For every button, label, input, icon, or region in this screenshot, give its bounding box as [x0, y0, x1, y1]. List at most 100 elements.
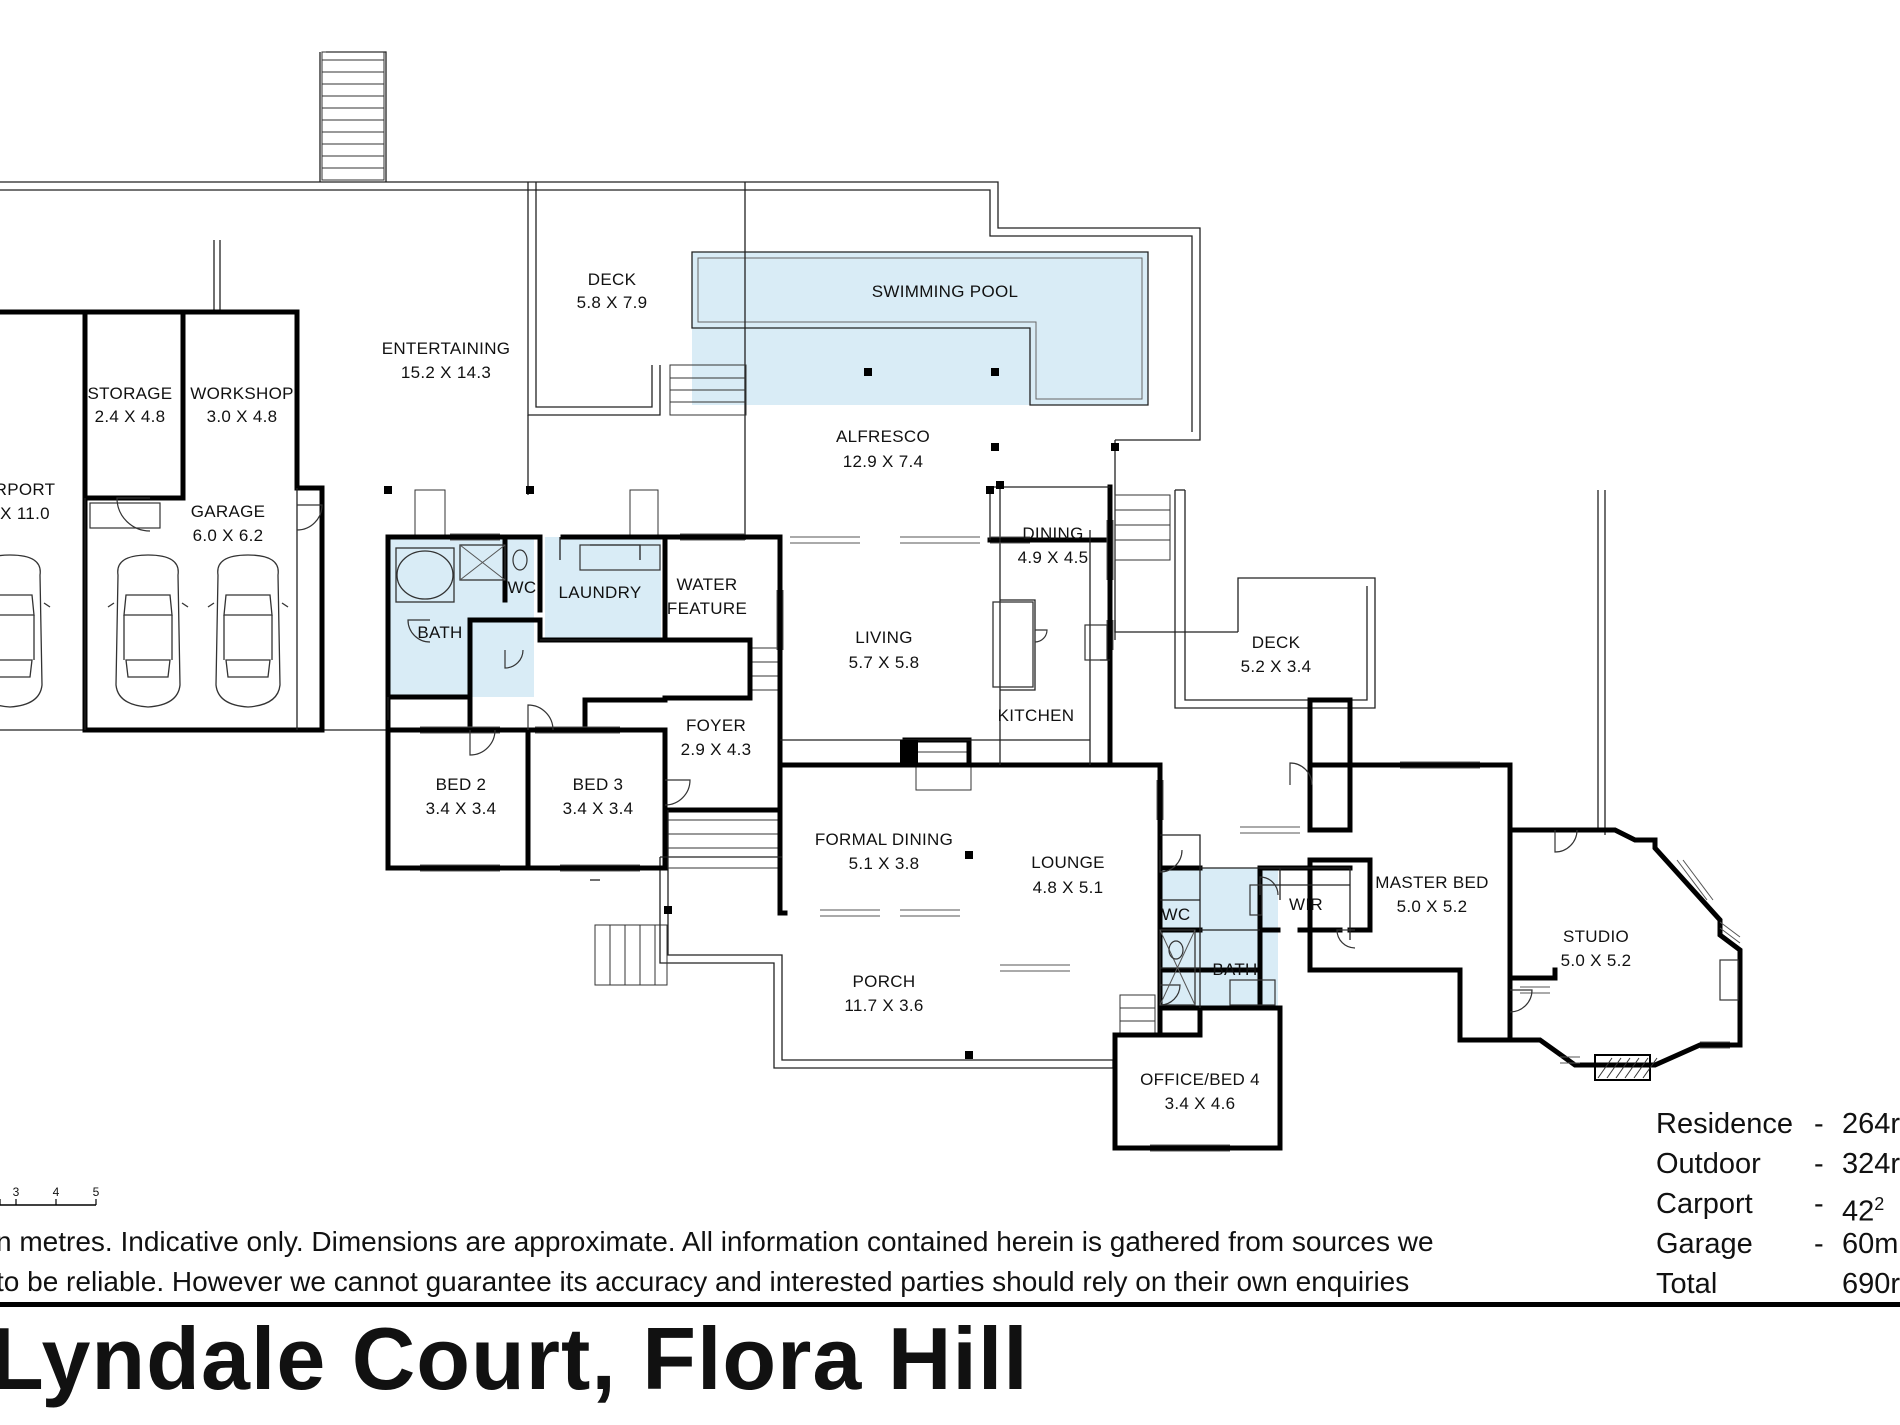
door-swing [296, 504, 323, 531]
room-name-garage: GARAGE [191, 502, 266, 521]
garage-bench [89, 502, 161, 529]
door-swing [527, 704, 554, 731]
post [965, 851, 973, 859]
room-name-alfresco: ALFRESCO [836, 427, 930, 446]
room-dims-alfresco: 12.9 X 7.4 [843, 452, 924, 471]
room-name-carport: RPORT [0, 480, 55, 499]
window [1400, 761, 1480, 769]
window [820, 909, 880, 917]
area-label: Carport [1656, 1188, 1753, 1220]
room-name-lounge: LOUNGE [1031, 853, 1105, 872]
kitchen-island [992, 601, 1034, 688]
window [450, 533, 500, 541]
door-swing [1289, 762, 1313, 786]
room-name-dining: DINING [1022, 524, 1083, 543]
area-label: Residence [1656, 1108, 1794, 1140]
window [1560, 1056, 1580, 1064]
shower [459, 544, 506, 581]
door-swing [469, 729, 496, 756]
room-dims-dining: 4.9 X 4.5 [1018, 548, 1089, 567]
door-swing [1034, 629, 1048, 643]
area-dash: - [1814, 1188, 1824, 1220]
room-dims-master-bed: 5.0 X 5.2 [1397, 897, 1468, 916]
room-name-foyer: FOYER [686, 716, 746, 735]
vanity [1229, 979, 1276, 1006]
room-dims-bed2: 3.4 X 3.4 [426, 799, 497, 818]
post [384, 486, 392, 494]
area-value: 60m [1842, 1228, 1899, 1260]
room-name-swimming-pool: SWIMMING POOL [872, 282, 1019, 301]
area-value: 42 [1842, 1195, 1875, 1228]
post [996, 481, 1004, 489]
windows [420, 520, 1741, 1152]
room-dims-deck-upper: 5.8 X 7.9 [577, 293, 648, 312]
studio-bench [1719, 959, 1739, 1001]
site-outlines [0, 51, 1606, 1069]
room-dims-foyer: 2.9 X 4.3 [681, 740, 752, 759]
room-name-wir: WIR [1289, 895, 1323, 914]
post [664, 906, 672, 914]
window [1676, 859, 1714, 901]
room-name-water-feature-1: WATER [677, 575, 738, 594]
area-superscript: 2 [1874, 1194, 1885, 1214]
room-dims-office: 3.4 X 4.6 [1165, 1094, 1236, 1113]
bathtub [396, 550, 454, 600]
door-swing [504, 649, 524, 669]
walls [0, 309, 1353, 1151]
disclaimer-line-2: to be reliable. However we cannot guaran… [0, 1266, 1410, 1297]
window [1000, 964, 1070, 972]
room-name-kitchen: KITCHEN [998, 706, 1075, 725]
room-name-bed2: BED 2 [436, 775, 487, 794]
door-swing [1554, 829, 1578, 853]
area-value: 690r [1842, 1268, 1900, 1300]
posts [384, 368, 1658, 1081]
room-dims-lounge: 4.8 X 5.1 [1033, 878, 1104, 897]
room-name-master-bed: MASTER BED [1375, 873, 1489, 892]
car [207, 554, 289, 708]
room-name-formal-dining: FORMAL DINING [815, 830, 953, 849]
window [1150, 1144, 1230, 1152]
post [1111, 443, 1119, 451]
window [680, 533, 745, 541]
window [1240, 826, 1300, 834]
room-dims-bed3: 3.4 X 3.4 [563, 799, 634, 818]
window [1700, 1041, 1730, 1049]
scale-tick-label: 4 [53, 1185, 60, 1199]
post [526, 486, 534, 494]
room-dims-studio: 5.0 X 5.2 [1561, 951, 1632, 970]
area-value-wrap: 422 [1842, 1184, 1884, 1232]
window [535, 726, 620, 734]
area-value: 264r [1842, 1108, 1900, 1140]
fireplace [900, 740, 918, 765]
doors [116, 497, 1578, 1013]
room-dims-formal-dining: 5.1 X 3.8 [849, 854, 920, 873]
room-name-deck-right: DECK [1252, 633, 1301, 652]
post [864, 368, 872, 376]
window [420, 726, 500, 734]
room-name-workshop: WORKSHOP [190, 384, 293, 403]
room-dims-workshop: 3.0 X 4.8 [207, 407, 278, 426]
window [560, 864, 640, 872]
window [776, 590, 784, 650]
wardrobe [1249, 884, 1263, 916]
scale-tick-label: 5 [93, 1185, 100, 1199]
window [420, 864, 500, 872]
room-dims-porch: 11.7 X 3.6 [844, 996, 923, 1015]
area-value: 324r [1842, 1148, 1900, 1180]
disclaimer-line-1: n metres. Indicative only. Dimensions ar… [0, 1226, 1434, 1257]
room-name-living: LIVING [855, 628, 913, 647]
divider-rule [0, 1302, 1900, 1307]
room-name-office: OFFICE/BED 4 [1140, 1070, 1260, 1089]
cooktop [1084, 624, 1108, 661]
fixtures [89, 502, 1739, 1006]
toilet [512, 549, 528, 571]
window [900, 909, 960, 917]
window [900, 536, 980, 544]
shower-2 [1159, 929, 1196, 1006]
room-name-deck-upper: DECK [588, 270, 637, 289]
window [1106, 520, 1114, 580]
area-dash: - [1814, 1148, 1824, 1180]
door-swing [1336, 929, 1356, 949]
